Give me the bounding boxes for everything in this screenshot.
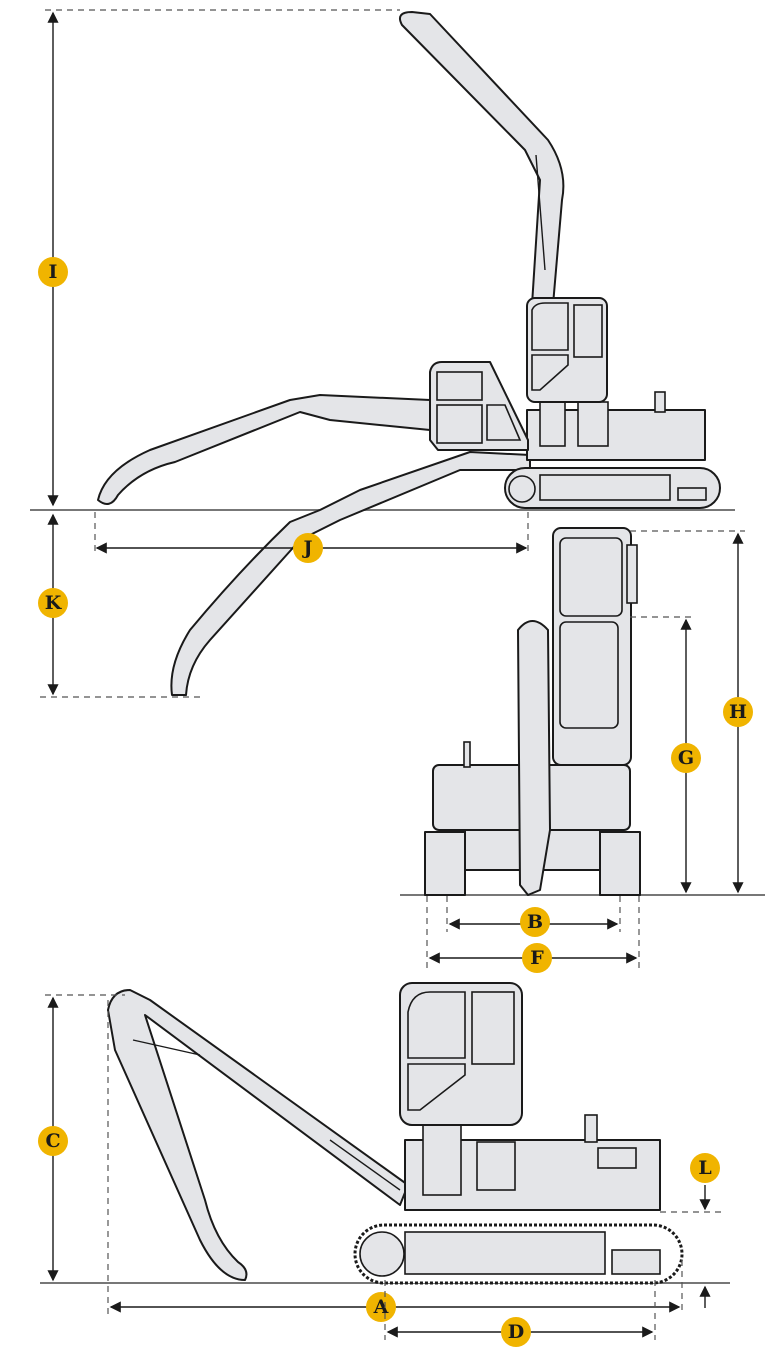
boom-and-stick bbox=[107, 989, 409, 1281]
track-guard bbox=[611, 1249, 661, 1275]
label-D: D bbox=[508, 1321, 524, 1343]
label-K: K bbox=[45, 592, 63, 614]
track-guard bbox=[677, 487, 707, 501]
track-frame bbox=[539, 474, 671, 501]
label-badge-G bbox=[671, 743, 701, 773]
door-panel bbox=[577, 401, 609, 447]
dimension-F: F bbox=[426, 896, 640, 973]
mirror bbox=[626, 544, 638, 604]
upright-boom bbox=[399, 11, 565, 306]
label-badge-H bbox=[723, 697, 753, 727]
lowered-cab-window-2 bbox=[436, 404, 483, 444]
dimension-K: K bbox=[38, 513, 205, 698]
label-F: F bbox=[530, 947, 544, 969]
exhaust bbox=[584, 1114, 598, 1143]
ladder bbox=[422, 1124, 462, 1196]
ladder bbox=[539, 401, 566, 447]
side-view-reach bbox=[30, 11, 735, 696]
label-J: J bbox=[302, 537, 313, 559]
boom-cylinder bbox=[329, 1139, 401, 1191]
cab-window-side bbox=[471, 991, 515, 1065]
label-badge-A bbox=[366, 1292, 396, 1322]
dimension-B: B bbox=[446, 896, 621, 937]
cab-window-lower bbox=[407, 1063, 466, 1111]
stick-lower bbox=[170, 451, 531, 696]
label-badge-B bbox=[520, 907, 550, 937]
idler-wheel bbox=[359, 1231, 405, 1277]
boom-cylinder bbox=[535, 154, 546, 271]
dimension-I: I bbox=[38, 9, 400, 507]
stick-cylinder bbox=[132, 1039, 201, 1056]
label-badge-L bbox=[690, 1153, 720, 1183]
label-badge-K bbox=[38, 588, 68, 618]
label-I: I bbox=[49, 261, 58, 283]
label-G: G bbox=[678, 747, 694, 769]
dimension-C: C bbox=[38, 994, 125, 1282]
label-L: L bbox=[698, 1157, 711, 1179]
label-badge-F bbox=[522, 943, 552, 973]
lowered-cab-window-3 bbox=[486, 404, 522, 441]
track-frame bbox=[404, 1231, 606, 1275]
left-track bbox=[424, 831, 466, 896]
dimension-A: A bbox=[107, 1000, 683, 1322]
cab-window-lower bbox=[531, 354, 569, 391]
label-badge-C bbox=[38, 1126, 68, 1156]
idler-wheel bbox=[508, 475, 536, 503]
label-A: A bbox=[373, 1296, 389, 1318]
stick-upper bbox=[97, 394, 531, 505]
front-view bbox=[400, 527, 765, 896]
cab-window-side bbox=[573, 304, 603, 358]
boom-front bbox=[517, 620, 551, 896]
label-badge-I bbox=[38, 257, 68, 287]
dimension-H: H bbox=[630, 530, 753, 894]
cab-window-upper bbox=[407, 991, 466, 1059]
label-H: H bbox=[729, 701, 747, 723]
cab-window-lower bbox=[559, 621, 619, 729]
dimension-J: J bbox=[94, 512, 529, 563]
label-badge-J bbox=[293, 533, 323, 563]
label-B: B bbox=[527, 911, 543, 933]
right-track bbox=[599, 831, 641, 896]
exhaust bbox=[463, 741, 471, 768]
dimension-G: G bbox=[630, 616, 701, 894]
engine-grille bbox=[597, 1147, 637, 1169]
side-view-transport bbox=[40, 982, 730, 1285]
door-panel bbox=[476, 1141, 516, 1191]
dimension-L: L bbox=[660, 1153, 722, 1308]
label-C: C bbox=[45, 1130, 60, 1152]
cab-window-upper bbox=[531, 302, 569, 351]
exhaust bbox=[654, 391, 666, 413]
dimension-D: D bbox=[384, 1280, 656, 1347]
lowered-cab-window-1 bbox=[436, 371, 483, 401]
cab-window-upper bbox=[559, 537, 623, 617]
label-badge-D bbox=[501, 1317, 531, 1347]
